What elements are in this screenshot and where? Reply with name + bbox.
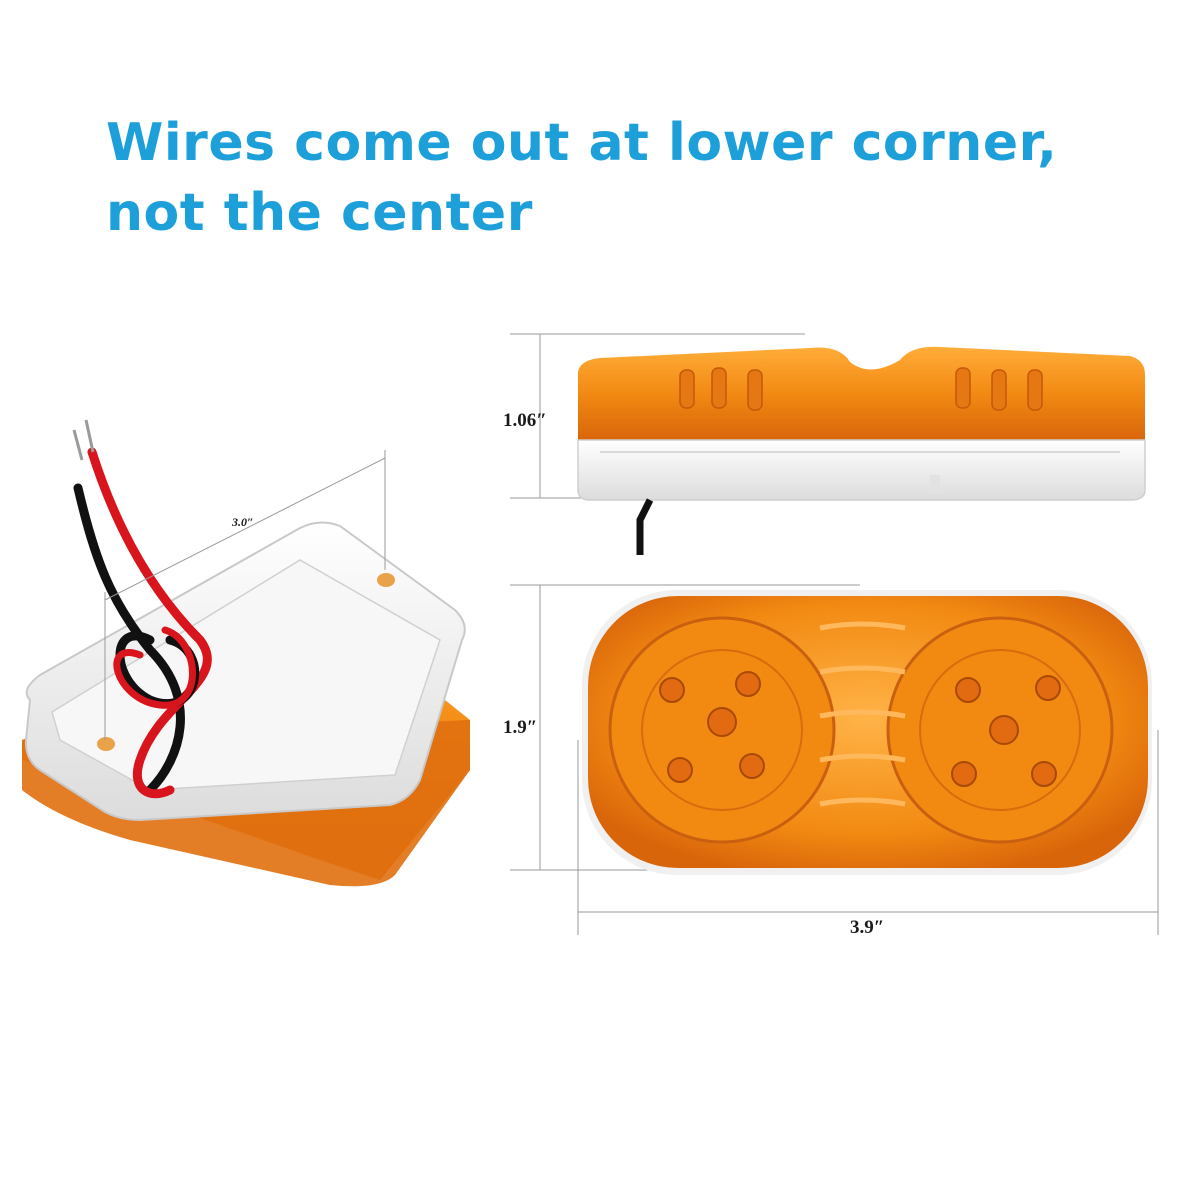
red-wire bbox=[87, 447, 212, 799]
led-icon bbox=[659, 677, 685, 703]
side-height-label: 1.06″ bbox=[503, 410, 547, 431]
front-width-label: 3.9″ bbox=[850, 917, 885, 938]
led-icon bbox=[747, 369, 763, 411]
led-icon bbox=[991, 369, 1007, 411]
led-icon bbox=[1031, 761, 1057, 787]
side-view-white-base bbox=[577, 439, 1146, 501]
led-icon bbox=[951, 761, 977, 787]
front-height-label: 1.9″ bbox=[503, 717, 538, 738]
led-icon bbox=[955, 367, 971, 409]
led-icon bbox=[679, 369, 695, 409]
headline-line-1: Wires come out at lower corner, bbox=[106, 113, 1058, 173]
led-icon bbox=[667, 757, 693, 783]
led-icon bbox=[711, 367, 727, 409]
wire-tip bbox=[72, 429, 84, 461]
back-width-dimension-line bbox=[104, 457, 386, 601]
back-view-light bbox=[22, 419, 470, 887]
led-icon bbox=[1027, 369, 1043, 411]
back-width-label: 3.0″ bbox=[232, 515, 254, 529]
led-icon bbox=[1035, 675, 1061, 701]
mounting-hole-icon bbox=[97, 737, 115, 751]
side-view-light bbox=[510, 333, 1146, 555]
led-icon bbox=[739, 753, 765, 779]
side-view-wire bbox=[636, 498, 654, 555]
led-icon bbox=[989, 715, 1019, 745]
led-icon bbox=[955, 677, 981, 703]
led-icon bbox=[707, 707, 737, 737]
mounting-hole-icon bbox=[377, 573, 395, 587]
side-view-amber-lens bbox=[578, 346, 1145, 440]
headline-line-2: not the center bbox=[106, 183, 533, 243]
led-icon bbox=[735, 671, 761, 697]
black-wire bbox=[73, 483, 185, 795]
headline: Wires come out at lower corner, not the … bbox=[106, 108, 1106, 248]
wire-tip bbox=[84, 419, 95, 453]
front-view-light bbox=[510, 584, 1159, 935]
